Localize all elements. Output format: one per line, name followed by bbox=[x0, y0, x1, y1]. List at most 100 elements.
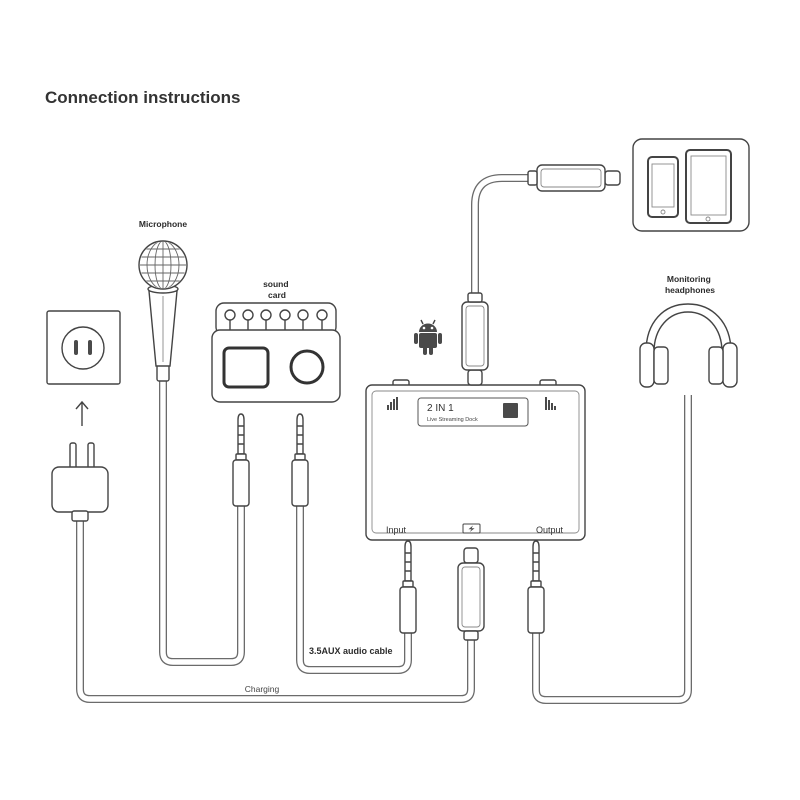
phone-screen bbox=[651, 163, 675, 208]
android-icon bbox=[414, 319, 442, 355]
usb-c-body-inner bbox=[465, 305, 485, 367]
microphone-cable bbox=[163, 381, 241, 662]
sound-card-volume-knob bbox=[289, 349, 325, 385]
jack-body bbox=[399, 586, 417, 634]
phone-home-button bbox=[660, 209, 666, 215]
mesh-outer bbox=[146, 242, 180, 288]
jack-collar bbox=[294, 453, 306, 461]
arrow-head bbox=[75, 400, 89, 410]
android-body bbox=[419, 333, 437, 348]
power-outlet-icon bbox=[46, 310, 121, 385]
android-eye-left bbox=[422, 326, 426, 330]
sound-card-knob-2 bbox=[242, 309, 254, 321]
jack-body bbox=[232, 459, 250, 507]
usb-c-body-inner bbox=[540, 168, 602, 188]
microphone-icon bbox=[138, 240, 188, 382]
plug-prong-left bbox=[69, 442, 77, 471]
plug-strain-relief bbox=[71, 510, 89, 522]
jack-rings bbox=[238, 425, 244, 445]
jack-body bbox=[291, 459, 309, 507]
ear-cup-left-pad bbox=[653, 346, 669, 385]
ear-cup-left-outer bbox=[639, 342, 655, 388]
mesh-inner bbox=[154, 242, 172, 288]
usb-c-plug-charging bbox=[457, 547, 485, 641]
sound-card-screen bbox=[222, 346, 270, 389]
signal-bar-2 bbox=[390, 402, 392, 410]
sound-card-knob-stems bbox=[229, 320, 323, 331]
sound-card-label-line2: card bbox=[268, 290, 286, 300]
aux-jack-plug-mic bbox=[232, 413, 250, 507]
jack-collar bbox=[402, 580, 414, 588]
microphone-label: Microphone bbox=[139, 219, 187, 229]
jack-rings bbox=[405, 552, 411, 572]
usb-cable-core bbox=[475, 178, 530, 293]
arrow-up-icon bbox=[75, 400, 89, 426]
page-title: Connection instructions bbox=[45, 88, 241, 107]
plug-prong-right bbox=[87, 442, 95, 471]
tablet-outline bbox=[685, 149, 732, 224]
sound-card-body bbox=[211, 329, 341, 403]
aux-jack-plug-output bbox=[291, 413, 309, 507]
signal-icon bbox=[387, 397, 398, 410]
plug-body bbox=[51, 466, 109, 513]
outlet-slot-right bbox=[88, 340, 92, 355]
android-antenna-left bbox=[420, 319, 424, 325]
signal-bar-4 bbox=[396, 397, 398, 410]
android-leg-right bbox=[429, 346, 433, 355]
outlet-slot-left bbox=[74, 340, 78, 355]
sound-card-knob-4 bbox=[279, 309, 291, 321]
dock-indicator bbox=[503, 403, 518, 418]
usb-c-tip bbox=[604, 170, 621, 186]
headband-outer bbox=[645, 303, 732, 353]
usb-c-strain-relief bbox=[463, 630, 479, 641]
android-arm-right bbox=[438, 333, 442, 344]
sound-card-label-line1: sound bbox=[263, 279, 289, 289]
aux-jack-plug-input bbox=[399, 540, 417, 634]
sound-card-label: sound card bbox=[263, 279, 291, 300]
headband-inner bbox=[653, 311, 723, 353]
headphones-label-line2: headphones bbox=[665, 285, 715, 295]
dock-subtitle: Live Streaming Dock bbox=[427, 417, 478, 423]
usb-c-tip bbox=[467, 369, 483, 386]
usb-c-plug-dock-top bbox=[461, 292, 489, 386]
sound-card-knob-5 bbox=[297, 309, 309, 321]
ear-cup-right-outer bbox=[722, 342, 738, 388]
dock-output-label: Output bbox=[536, 525, 564, 535]
jack-tip bbox=[532, 540, 540, 582]
charging-icon bbox=[462, 523, 481, 534]
usb-c-strain-relief bbox=[467, 292, 483, 303]
jack-tip bbox=[237, 413, 245, 455]
signal-icon bbox=[545, 397, 556, 410]
aux-jack-plug-headphones bbox=[527, 540, 545, 634]
tablet-screen bbox=[690, 155, 727, 216]
microphone-cable-core bbox=[163, 381, 241, 662]
usb-c-plug-phone bbox=[527, 164, 621, 192]
android-eye-right bbox=[430, 326, 434, 330]
jack-tip bbox=[296, 413, 304, 455]
dock-name: 2 IN 1 bbox=[427, 403, 454, 414]
signal-bar-1 bbox=[545, 397, 547, 410]
android-head bbox=[419, 323, 437, 332]
charging-icon-bolt bbox=[468, 525, 475, 532]
usb-c-strain-relief bbox=[527, 170, 538, 186]
tablet-home-button bbox=[705, 216, 711, 222]
microphone-mesh bbox=[140, 242, 186, 288]
live-streaming-dock: 2 IN 1 Live Streaming Dock Input Output bbox=[365, 379, 586, 541]
jack-tip bbox=[404, 540, 412, 582]
sound-card-knob-3 bbox=[260, 309, 272, 321]
signal-bar-3 bbox=[393, 399, 395, 410]
android-antenna-right bbox=[432, 319, 436, 325]
sound-card-knob-1 bbox=[224, 309, 236, 321]
charging-label: Charging bbox=[245, 684, 280, 694]
usb-cable-outline bbox=[475, 178, 530, 293]
jack-body bbox=[527, 586, 545, 634]
sound-card-icon bbox=[211, 302, 341, 403]
dock-label-plate bbox=[417, 397, 529, 427]
jack-rings bbox=[533, 552, 539, 572]
aux-cable-label: 3.5AUX audio cable bbox=[309, 646, 393, 656]
dock-input-label: Input bbox=[386, 525, 407, 535]
phone-outline bbox=[647, 156, 679, 218]
ear-cup-right-pad bbox=[708, 346, 724, 385]
signal-bar-1 bbox=[387, 405, 389, 410]
